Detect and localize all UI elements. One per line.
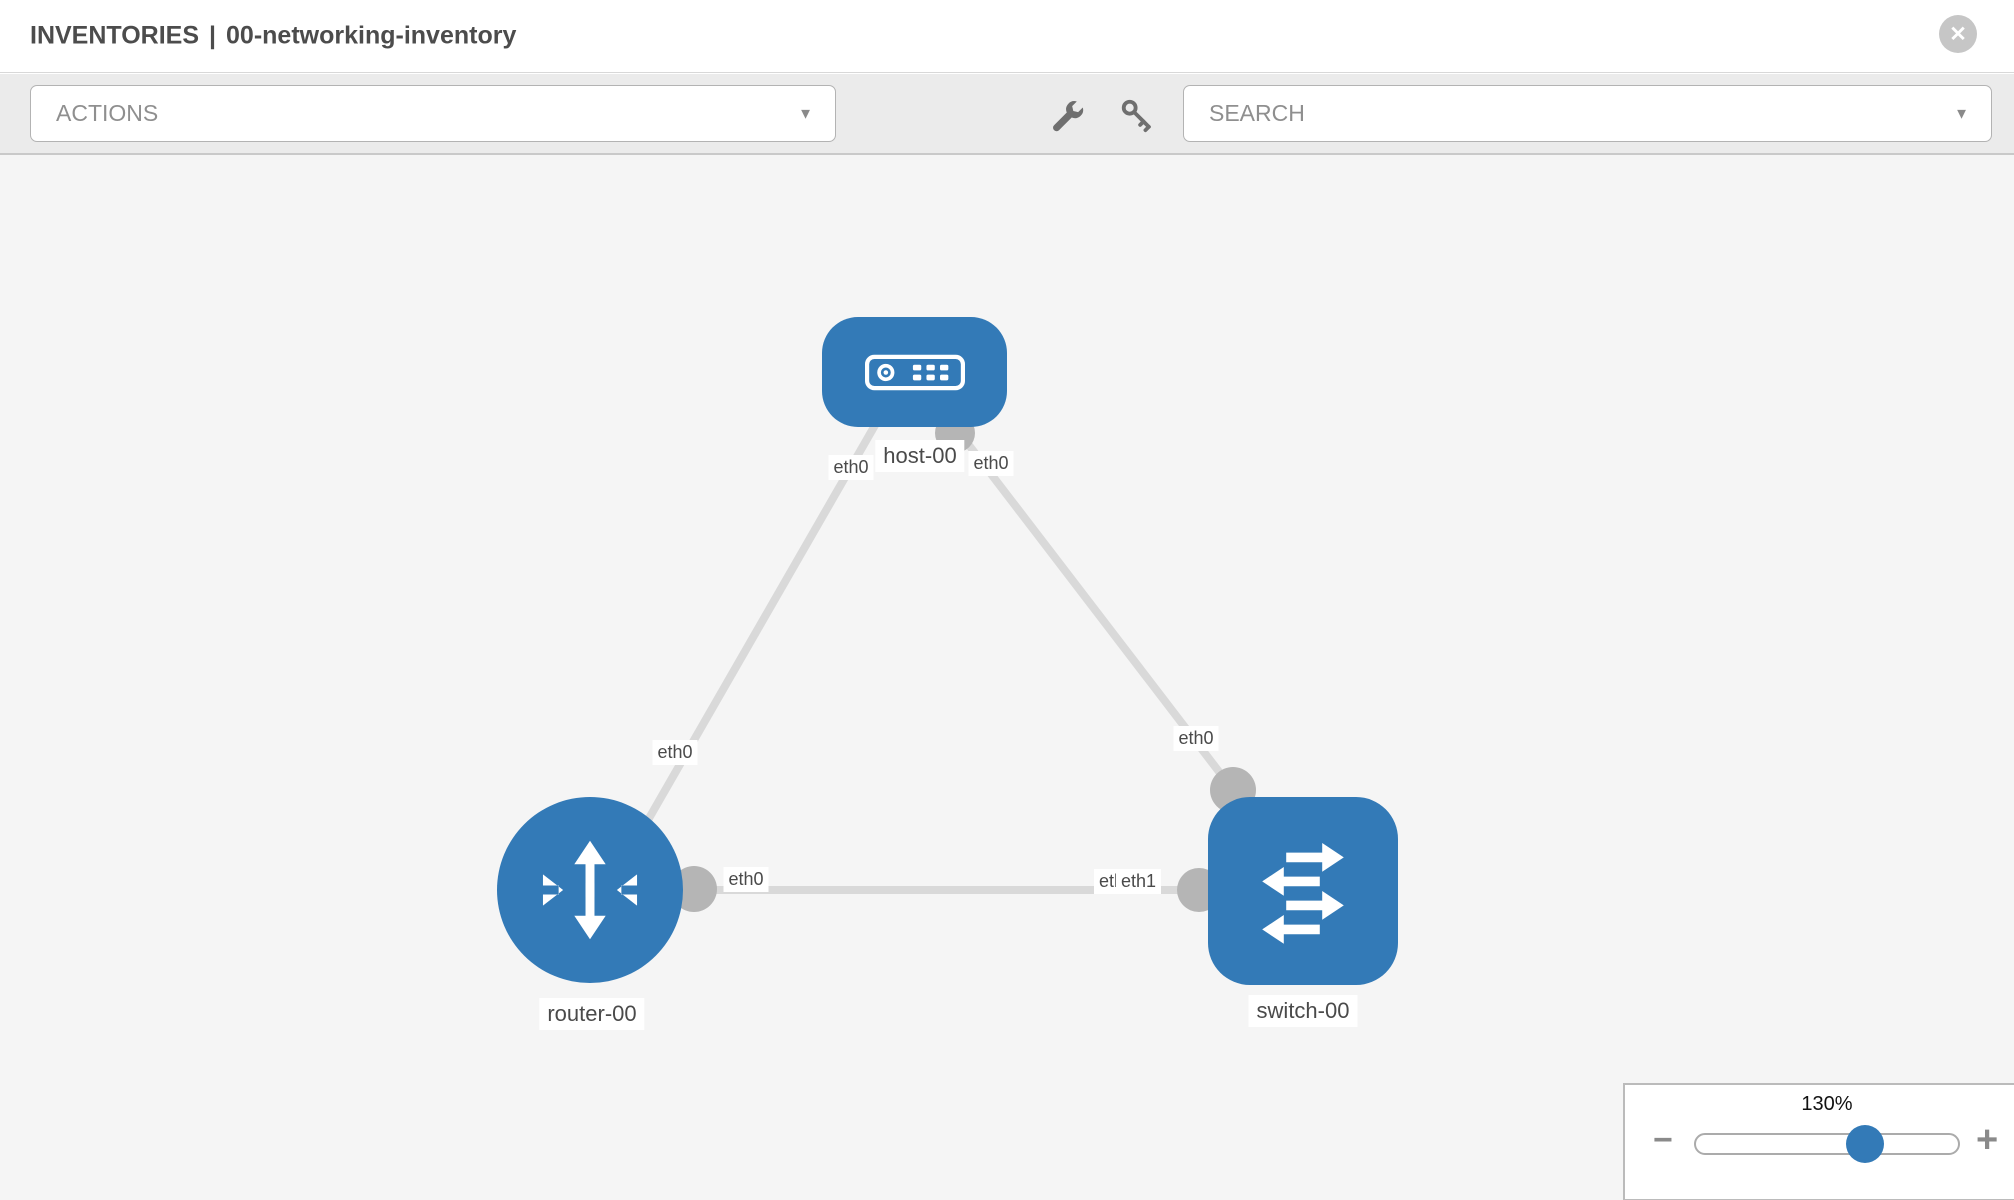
page-title: INVENTORIES | 00-networking-inventory [30, 22, 516, 51]
actions-dropdown-label: ACTIONS [56, 100, 159, 126]
search-placeholder: SEARCH [1209, 100, 1305, 126]
breadcrumb-inventories[interactable]: INVENTORIES [30, 21, 200, 50]
close-icon: ✕ [1949, 22, 1967, 46]
interface-label-host-router-host-end: eth0 [828, 455, 874, 480]
wrench-icon [1053, 101, 1084, 132]
title-separator: | [209, 21, 217, 50]
interface-label-host-router-router-end: eth0 [652, 740, 698, 765]
interface-label-router-switch-switch-end: eth1 [1116, 869, 1162, 894]
toolbar: ACTIONS ▼ SEARCH ▼ [0, 74, 2014, 155]
chevron-down-icon: ▼ [1954, 105, 1969, 122]
zoom-slider-thumb[interactable] [1846, 1125, 1884, 1163]
interface-label-host-switch-switch-end: eth0 [1173, 726, 1219, 751]
interface-label-router-switch-router-end: eth0 [723, 867, 769, 892]
credentials-button[interactable] [1116, 94, 1158, 136]
port-router-right [671, 866, 717, 912]
node-label-host: host-00 [875, 440, 965, 472]
zoom-out-button[interactable]: − [1653, 1121, 1673, 1159]
node-host-00[interactable] [822, 317, 1007, 427]
actions-dropdown[interactable]: ACTIONS ▼ [30, 85, 836, 142]
chevron-down-icon: ▼ [798, 105, 813, 122]
node-label-router: router-00 [539, 998, 645, 1030]
topology-links-layer [594, 413, 1256, 912]
node-router-00[interactable] [497, 797, 683, 983]
interface-label-host-switch-host-end: eth0 [968, 451, 1014, 476]
inventory-name: 00-networking-inventory [226, 21, 517, 50]
switch-icon [1262, 843, 1344, 944]
zoom-slider-track[interactable] [1694, 1133, 1960, 1155]
topology-canvas[interactable]: host-00 router-00 switch-00 eth0 eth0 et… [0, 155, 2014, 1200]
key-icon [1121, 99, 1151, 133]
node-label-switch: switch-00 [1248, 995, 1358, 1027]
zoom-in-button[interactable]: + [1976, 1119, 1999, 1161]
zoom-level-value: 130% [1801, 1093, 1853, 1115]
router-icon [542, 840, 638, 940]
host-icon [864, 354, 965, 390]
zoom-control-panel: 130% − + [1623, 1083, 2014, 1200]
node-switch-00[interactable] [1208, 797, 1398, 985]
panel-header: INVENTORIES | 00-networking-inventory ✕ [0, 0, 2014, 73]
close-button[interactable]: ✕ [1939, 15, 1977, 53]
search-dropdown[interactable]: SEARCH ▼ [1183, 85, 1992, 142]
configure-button[interactable] [1046, 94, 1088, 136]
